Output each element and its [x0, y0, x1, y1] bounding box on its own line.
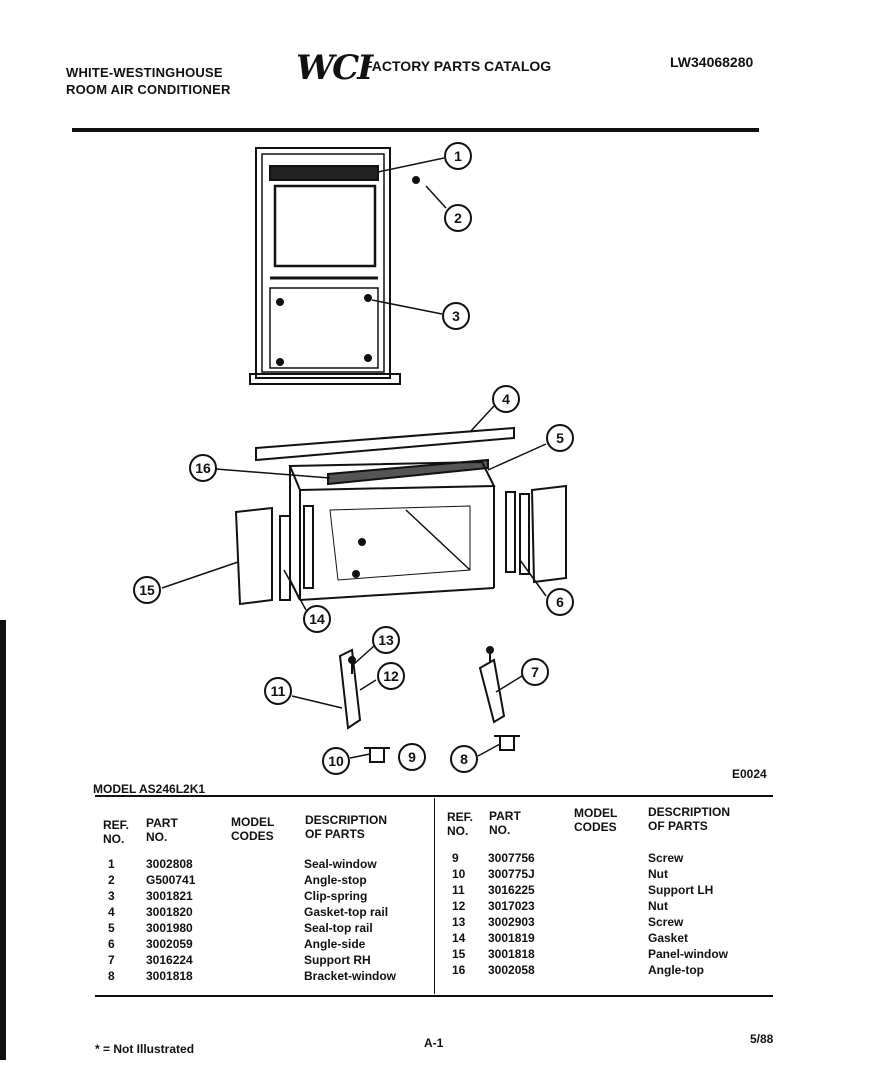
callout-7	[521, 658, 549, 686]
callout-label-13: 13	[378, 632, 394, 648]
callout-label-1: 1	[454, 148, 462, 164]
model-number: LW34068280	[670, 54, 754, 70]
callout-label-2: 2	[454, 210, 462, 226]
header-ref-right: REF.NO.	[447, 810, 474, 838]
callout-label-8: 8	[460, 751, 468, 767]
diagram-code: E0024	[732, 767, 767, 781]
callout-label-16: 16	[195, 460, 211, 476]
catalog-date: 5/88	[750, 1032, 774, 1046]
callout-label-12: 12	[383, 668, 399, 684]
callout-3	[442, 302, 470, 330]
callout-5	[546, 424, 574, 452]
callout-1	[444, 142, 472, 170]
callout-2	[444, 204, 472, 232]
scan-edge-mark	[0, 620, 6, 1060]
page-number: A-1	[424, 1036, 444, 1050]
model-line: MODEL AS246L2K1	[93, 782, 206, 796]
callout-label-7: 7	[531, 664, 539, 680]
brand-name: WHITE-WESTINGHOUSE	[66, 65, 223, 80]
wci-logo: WCI	[296, 48, 373, 88]
callout-label-5: 5	[556, 430, 564, 446]
callout-label-4: 4	[502, 391, 510, 407]
table-bottom-rule	[95, 995, 773, 997]
callout-12	[377, 662, 405, 690]
header-ref-left: REF.NO.	[103, 818, 130, 846]
catalog-title: FACTORY PARTS CATALOG	[364, 58, 552, 74]
callout-11	[264, 677, 292, 705]
callout-10	[322, 747, 350, 775]
window-frame	[255, 147, 391, 379]
seal-window	[269, 165, 379, 181]
callout-14	[303, 605, 331, 633]
callout-15	[133, 576, 161, 604]
callout-label-3: 3	[452, 308, 460, 324]
table-top-rule	[95, 795, 773, 797]
brand-block: WHITE-WESTINGHOUSE ROOM AIR CONDITIONER	[66, 64, 231, 98]
callout-label-9: 9	[408, 749, 416, 765]
callout-label-14: 14	[309, 611, 325, 627]
callout-16	[189, 454, 217, 482]
product-type: ROOM AIR CONDITIONER	[66, 82, 231, 97]
footnote: * = Not Illustrated	[95, 1042, 195, 1056]
table-column-divider	[434, 798, 435, 994]
callout-label-6: 6	[556, 594, 564, 610]
callout-label-10: 10	[328, 753, 344, 769]
callout-8	[450, 745, 478, 773]
callout-13	[372, 626, 400, 654]
callout-6	[546, 588, 574, 616]
callout-label-11: 11	[271, 683, 286, 699]
header-rule	[72, 128, 759, 132]
callout-label-15: 15	[139, 582, 155, 598]
callout-9	[398, 743, 426, 771]
exploded-parts-diagram: 1 2 3 4 5 6 7 8 9 10 11 12 13 14 15 16	[133, 142, 574, 775]
callout-4	[492, 385, 520, 413]
